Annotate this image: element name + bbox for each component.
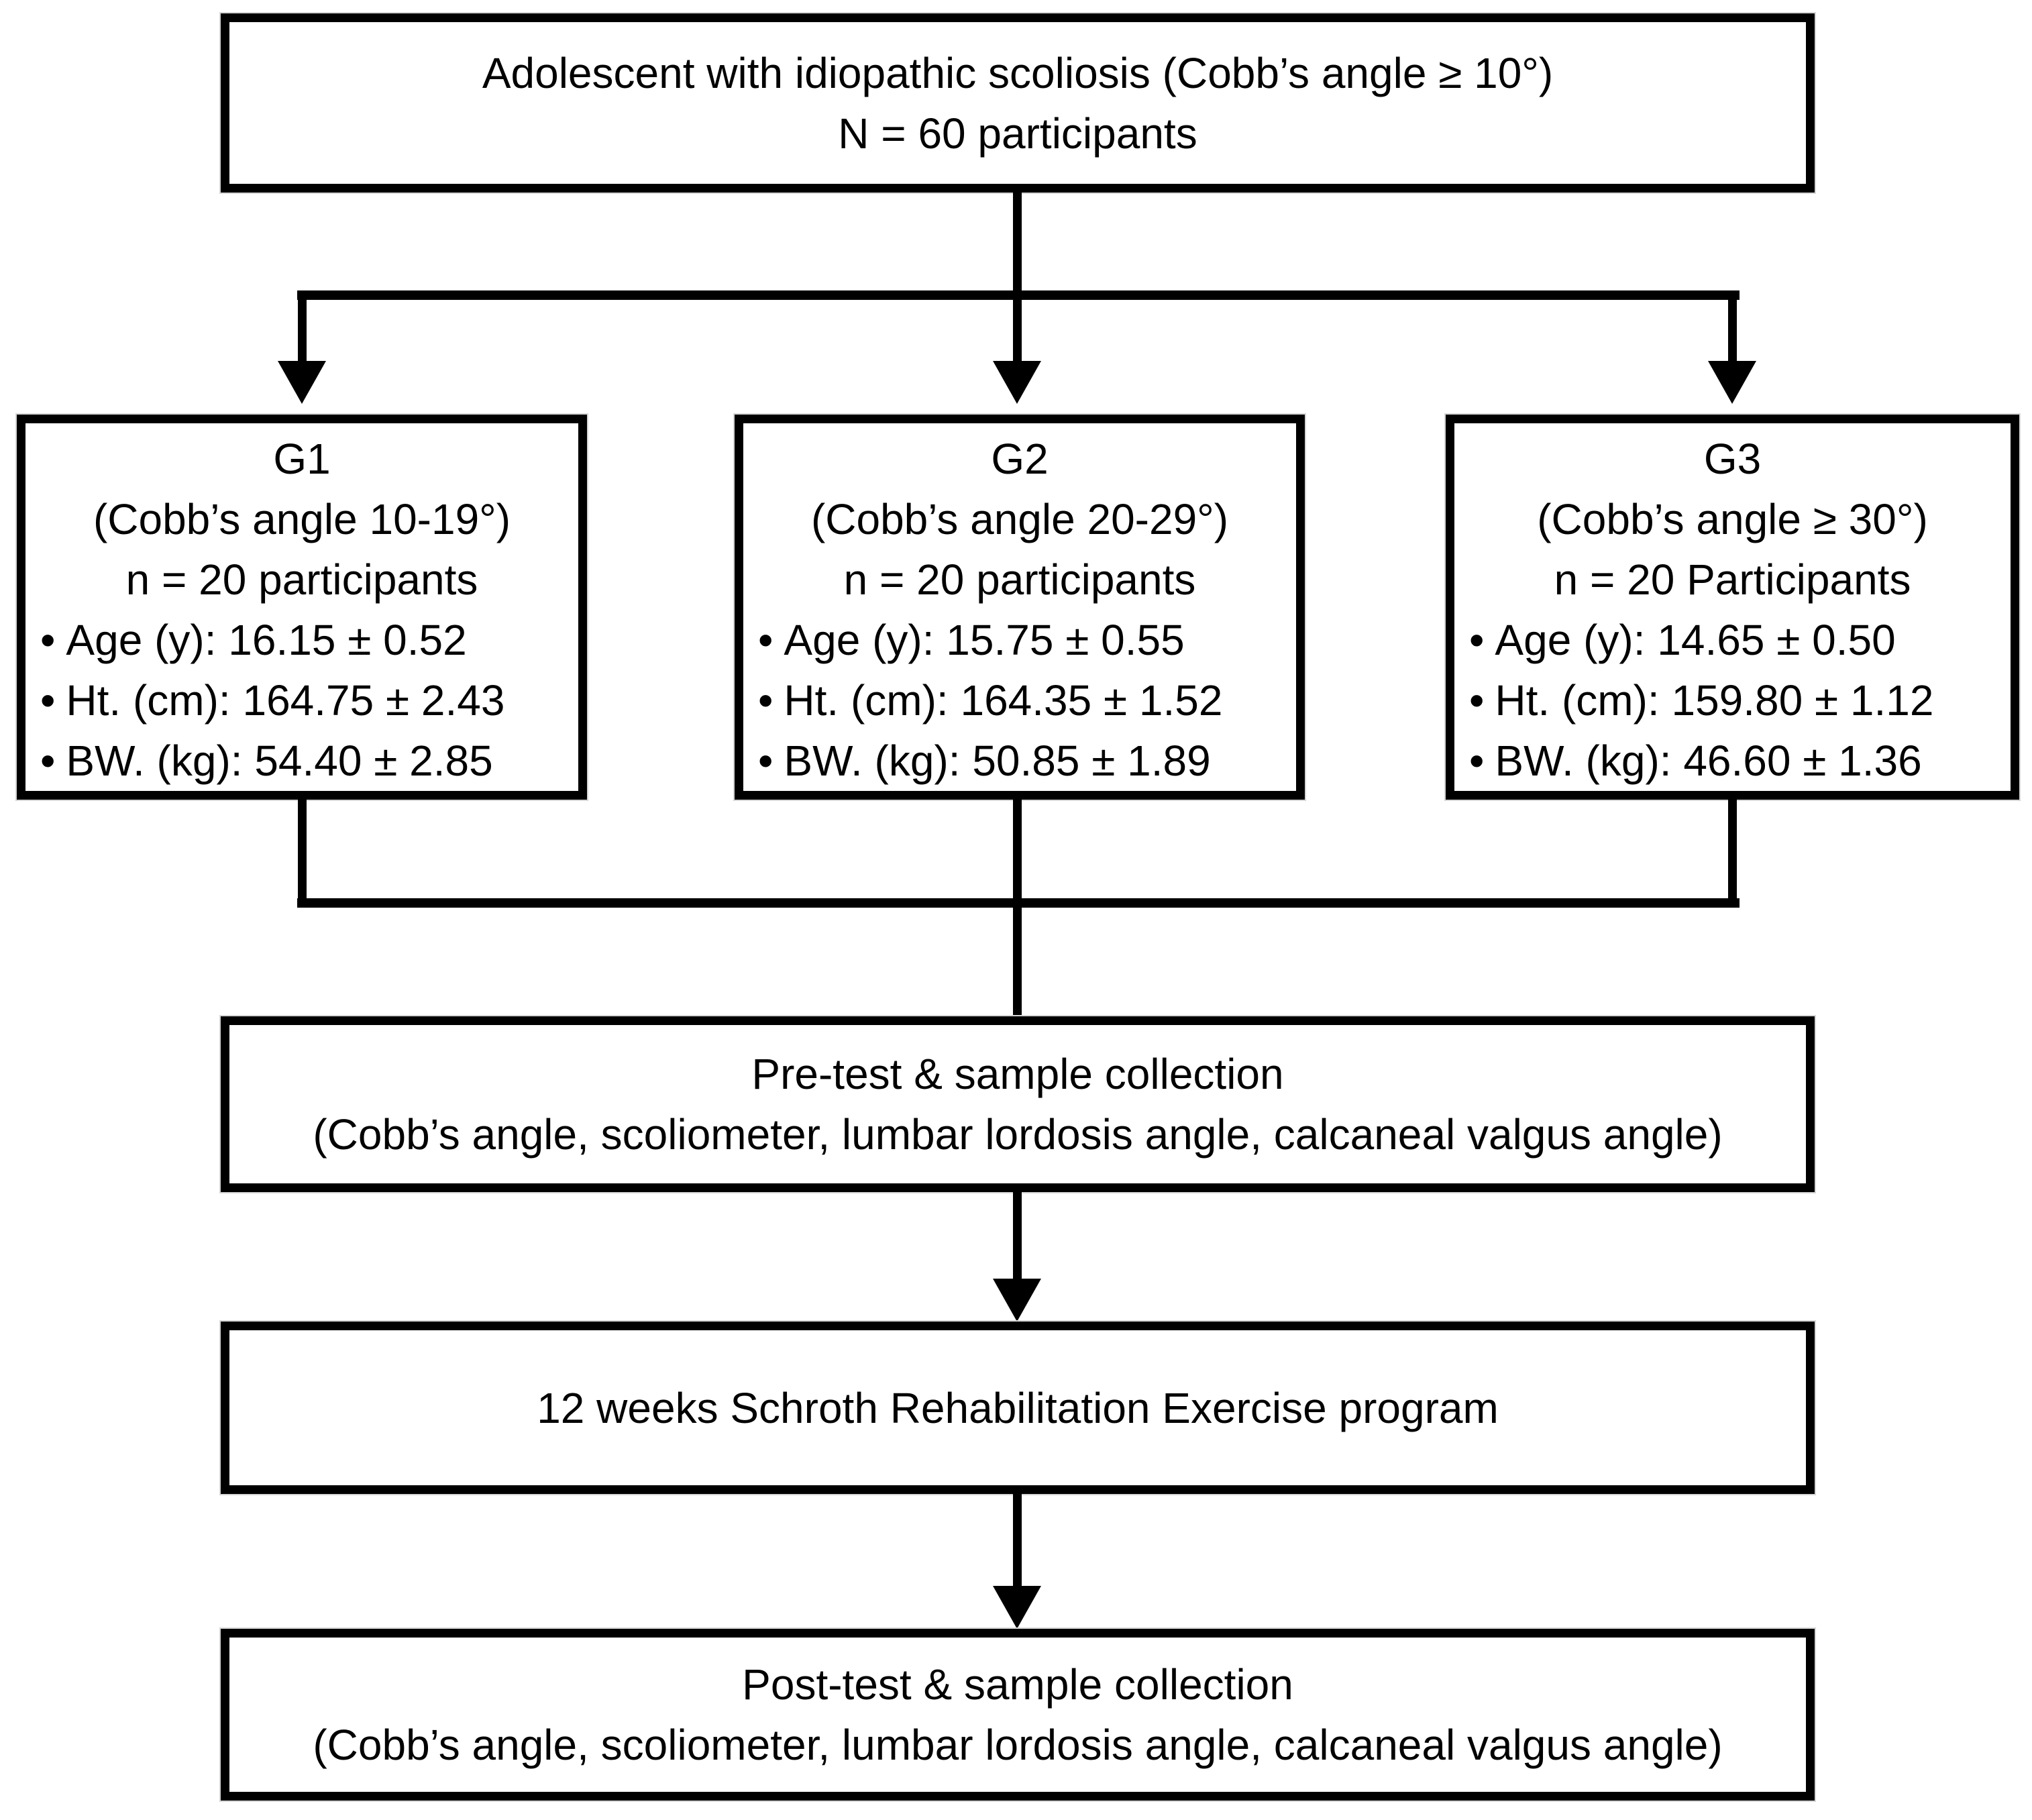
branch-shaft-g3 bbox=[1728, 299, 1737, 366]
bullet-icon: • bbox=[40, 737, 56, 785]
g1-cobb-range: (Cobb’s angle 10-19°) bbox=[93, 495, 511, 543]
posttest-box: Post-test & sample collection (Cobb’s an… bbox=[219, 1627, 1816, 1802]
program-line-1: 12 weeks Schroth Rehabilitation Exercise… bbox=[537, 1383, 1499, 1432]
g1-weight-text: BW. (kg): 54.40 ± 2.85 bbox=[66, 737, 493, 785]
g1-name: G1 bbox=[273, 435, 331, 483]
arrowhead-down-program bbox=[993, 1279, 1041, 1322]
g1-n: n = 20 participants bbox=[125, 555, 478, 604]
g1-weight: •BW. (kg): 54.40 ± 2.85 bbox=[25, 731, 578, 791]
arrow-shaft-program-posttest bbox=[1013, 1493, 1022, 1590]
bullet-icon: • bbox=[1469, 616, 1485, 664]
g2-weight-text: BW. (kg): 50.85 ± 1.89 bbox=[784, 737, 1211, 785]
g2-name: G2 bbox=[991, 435, 1049, 483]
g1-height: •Ht. (cm): 164.75 ± 2.43 bbox=[25, 670, 578, 731]
bullet-icon: • bbox=[1469, 737, 1485, 785]
g3-weight-text: BW. (kg): 46.60 ± 1.36 bbox=[1495, 737, 1922, 785]
bullet-icon: • bbox=[758, 737, 773, 785]
pretest-line-1: Pre-test & sample collection bbox=[751, 1050, 1284, 1098]
enrollment-box: Adolescent with idiopathic scoliosis (Co… bbox=[219, 12, 1816, 194]
merge-drop-vertical bbox=[1013, 906, 1022, 1018]
g3-age: •Age (y): 14.65 ± 0.50 bbox=[1454, 610, 2011, 670]
merge-shaft-g2 bbox=[1013, 798, 1022, 900]
arrowhead-down-g2 bbox=[993, 361, 1041, 404]
group-box-g1: G1 (Cobb’s angle 10-19°) n = 20 particip… bbox=[15, 413, 588, 801]
g3-n: n = 20 Participants bbox=[1554, 555, 1911, 604]
pretest-line-2: (Cobb’s angle, scoliometer, lumbar lordo… bbox=[313, 1110, 1723, 1159]
g3-height: •Ht. (cm): 159.80 ± 1.12 bbox=[1454, 670, 2011, 731]
g2-height-text: Ht. (cm): 164.35 ± 1.52 bbox=[784, 676, 1223, 725]
branch-shaft-g1 bbox=[298, 299, 307, 366]
merge-bar bbox=[297, 898, 1740, 908]
branch-shaft-g2 bbox=[1013, 299, 1022, 366]
bullet-icon: • bbox=[1469, 676, 1485, 725]
g3-weight: •BW. (kg): 46.60 ± 1.36 bbox=[1454, 731, 2011, 791]
group-box-g2: G2 (Cobb’s angle 20-29°) n = 20 particip… bbox=[733, 413, 1306, 801]
program-box: 12 weeks Schroth Rehabilitation Exercise… bbox=[219, 1320, 1816, 1495]
g1-age: •Age (y): 16.15 ± 0.52 bbox=[25, 610, 578, 670]
enrollment-line-2: N = 60 participants bbox=[838, 109, 1197, 158]
merge-shaft-g1 bbox=[298, 798, 307, 900]
bullet-icon: • bbox=[758, 616, 773, 664]
arrowhead-down-g3 bbox=[1708, 361, 1756, 404]
g2-weight: •BW. (kg): 50.85 ± 1.89 bbox=[743, 731, 1296, 791]
g1-height-text: Ht. (cm): 164.75 ± 2.43 bbox=[66, 676, 505, 725]
g2-cobb-range: (Cobb’s angle 20-29°) bbox=[810, 495, 1229, 543]
g3-name: G3 bbox=[1703, 435, 1762, 483]
enrollment-line-1: Adolescent with idiopathic scoliosis (Co… bbox=[482, 48, 1554, 97]
g2-height: •Ht. (cm): 164.35 ± 1.52 bbox=[743, 670, 1296, 731]
pretest-box: Pre-test & sample collection (Cobb’s ang… bbox=[219, 1015, 1816, 1193]
g2-age-text: Age (y): 15.75 ± 0.55 bbox=[784, 616, 1185, 664]
g3-height-text: Ht. (cm): 159.80 ± 1.12 bbox=[1495, 676, 1934, 725]
branch-bar bbox=[297, 290, 1740, 300]
posttest-line-2: (Cobb’s angle, scoliometer, lumbar lordo… bbox=[313, 1721, 1723, 1769]
bullet-icon: • bbox=[40, 676, 56, 725]
merge-shaft-g3 bbox=[1728, 798, 1737, 900]
arrowhead-down-g1 bbox=[278, 361, 326, 404]
g3-age-text: Age (y): 14.65 ± 0.50 bbox=[1495, 616, 1896, 664]
connector-top-vertical bbox=[1013, 191, 1022, 292]
arrowhead-down-posttest bbox=[993, 1586, 1041, 1629]
g3-cobb-range: (Cobb’s angle ≥ 30°) bbox=[1537, 495, 1928, 543]
posttest-line-1: Post-test & sample collection bbox=[742, 1660, 1293, 1709]
g1-age-text: Age (y): 16.15 ± 0.52 bbox=[66, 616, 467, 664]
bullet-icon: • bbox=[758, 676, 773, 725]
group-box-g3: G3 (Cobb’s angle ≥ 30°) n = 20 Participa… bbox=[1444, 413, 2021, 801]
arrow-shaft-pretest-program bbox=[1013, 1191, 1022, 1285]
g2-age: •Age (y): 15.75 ± 0.55 bbox=[743, 610, 1296, 670]
g2-n: n = 20 participants bbox=[843, 555, 1196, 604]
bullet-icon: • bbox=[40, 616, 56, 664]
